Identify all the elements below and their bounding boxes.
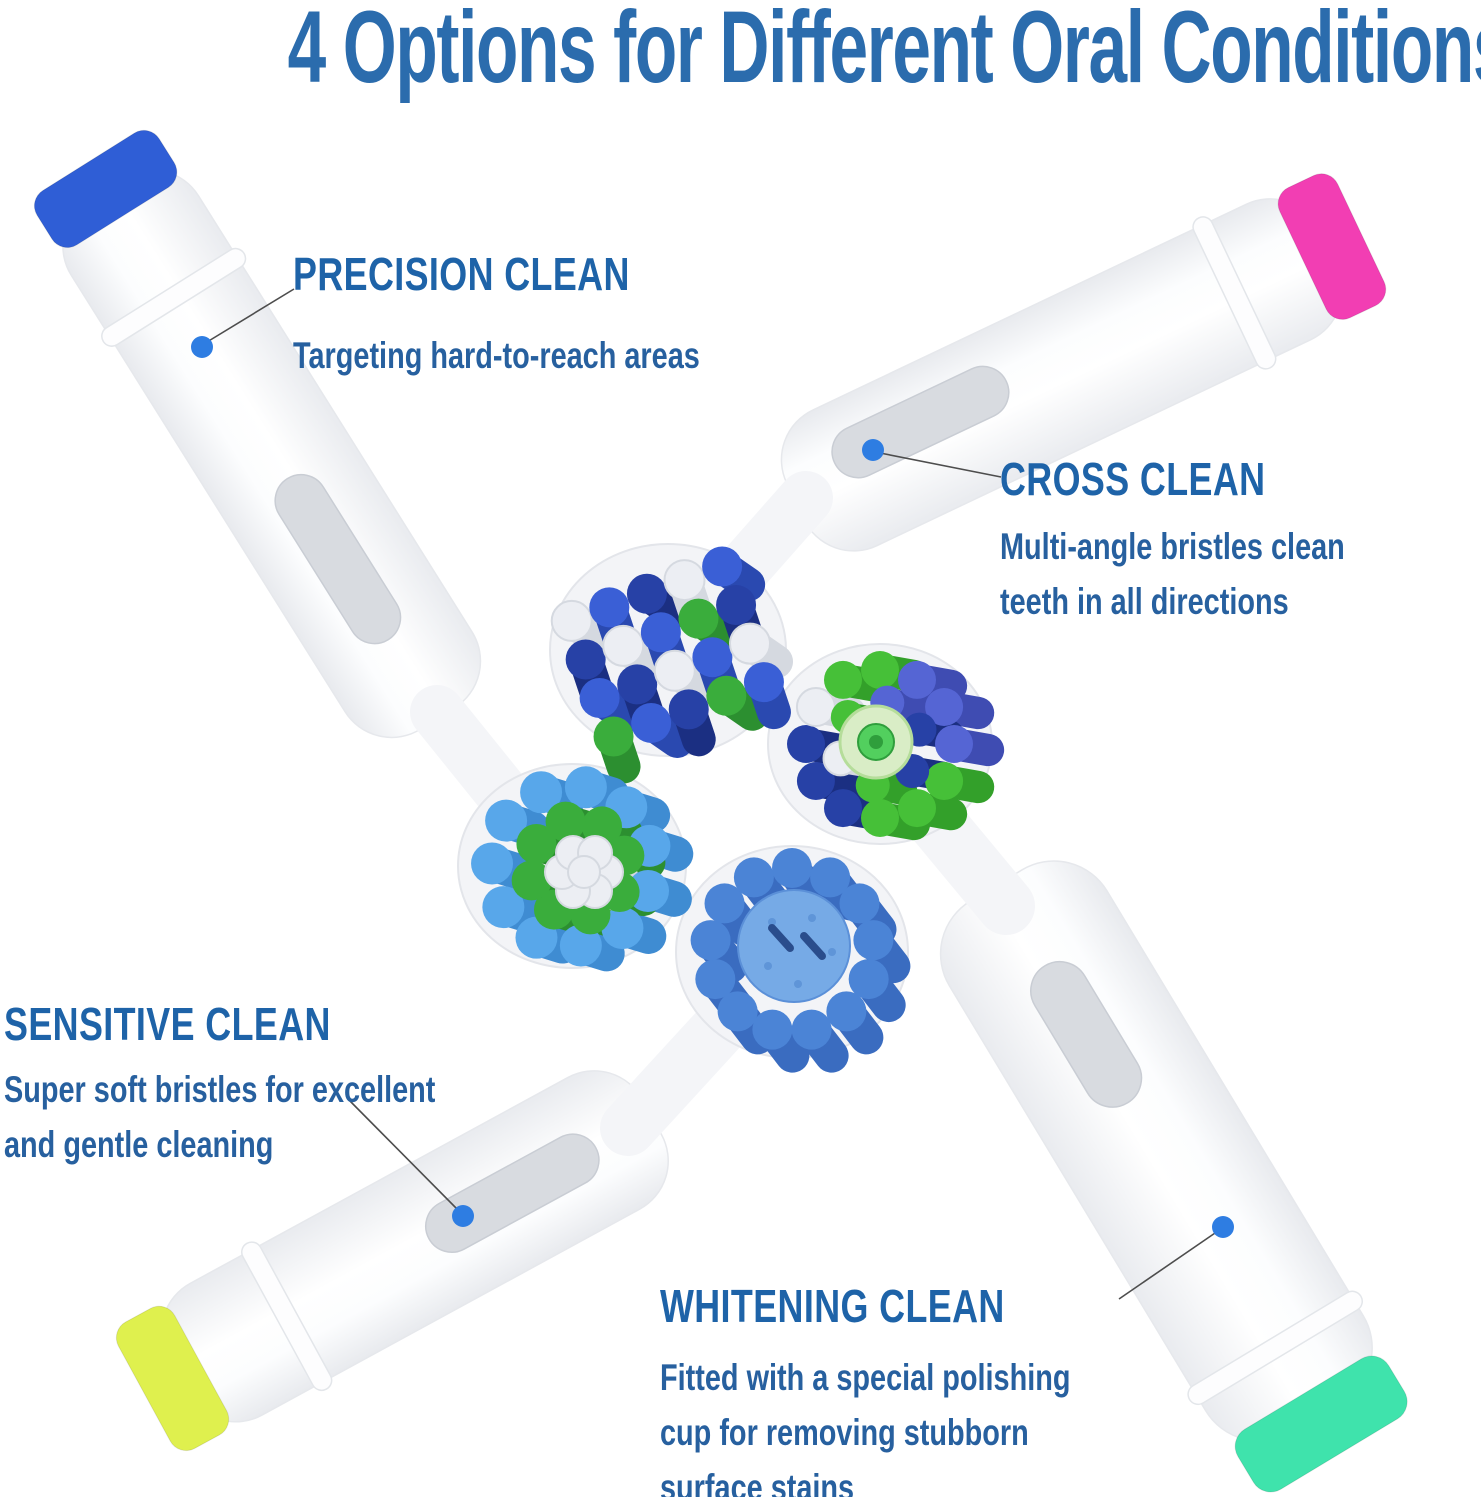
callouts — [191, 288, 1234, 1300]
bristle-tuft — [925, 762, 964, 800]
cap-cross — [1277, 173, 1387, 320]
bristle-tuft — [796, 762, 835, 800]
bristle-tuft — [567, 855, 601, 889]
handle-slot — [274, 473, 402, 645]
cap-whitening — [1234, 1355, 1408, 1493]
bristles-cross-head — [550, 546, 793, 784]
bristle-tuft — [795, 687, 836, 727]
bristle-tuft — [704, 883, 745, 924]
bristle-tuft — [861, 651, 899, 689]
bristle-tuft — [653, 649, 696, 692]
option-description: Super soft bristles for excellent and ge… — [4, 1069, 436, 1165]
callout-dot-precision — [191, 336, 213, 358]
brush-handle-precision — [33, 129, 543, 837]
bristle-tuft — [550, 599, 593, 642]
bristle-tuft — [564, 766, 607, 809]
bristle-tuft — [589, 587, 630, 628]
option-heading: PRECISION CLEAN — [293, 248, 630, 300]
bristle-tuft — [839, 883, 880, 924]
bristle-tuft — [520, 771, 563, 814]
bristle-tuft — [824, 660, 862, 699]
bristle-tuft — [810, 857, 851, 898]
option-heading: CROSS CLEAN — [1000, 453, 1266, 505]
bristle-tuft — [516, 824, 557, 864]
rosette-center — [838, 704, 914, 780]
callout-dot-whitening — [1212, 1216, 1234, 1238]
callout-dot-cross — [862, 439, 884, 461]
bristles-whitening-head — [690, 848, 911, 1073]
bristle-tuft — [663, 559, 706, 602]
option-description: Multi-angle bristles clean teeth in all … — [1000, 526, 1345, 622]
bristle-tuft — [848, 959, 889, 1000]
bristle-tuft — [706, 675, 747, 716]
bristle-tuft — [627, 869, 670, 912]
bristle-tuft — [692, 637, 733, 678]
bristle-tuft — [631, 702, 672, 743]
option-description: Targeting hard-to-reach areas — [293, 335, 700, 376]
bristle-tuft — [826, 991, 867, 1032]
page-title-text: 4 Options for Different Oral Conditions — [287, 0, 1481, 104]
bristle-tuft — [772, 848, 812, 888]
option-heading: WHITENING CLEAN — [660, 1280, 1005, 1332]
page-title: 4 Options for Different Oral Conditions — [0, 0, 1481, 98]
bristle-tuft — [617, 664, 658, 705]
bristle-tuft — [668, 689, 709, 730]
option-heading: SENSITIVE CLEAN — [4, 998, 331, 1050]
bristle-tuft — [695, 959, 736, 1000]
bristle-tuft — [898, 660, 936, 699]
bristle-tuft — [925, 688, 964, 726]
bristle-tuft — [733, 857, 774, 898]
bristle-tuft — [690, 920, 731, 961]
option-description: Fitted with a special polishing cup for … — [660, 1357, 1071, 1497]
bristle-tuft — [640, 612, 681, 653]
bristle-tuft — [626, 573, 667, 614]
bristle-tuft — [824, 789, 862, 828]
bristle-tuft — [678, 598, 719, 639]
bristle-tuft — [485, 799, 528, 842]
bristles-multiangle-head — [787, 651, 1005, 841]
bristle-tuft — [787, 725, 825, 763]
bristle-tuft — [791, 1009, 832, 1050]
bristle-tuft — [545, 801, 586, 842]
bristle-tuft — [717, 991, 758, 1032]
label-whitening-clean: WHITENING CLEAN Fitted with a special po… — [660, 1282, 1070, 1497]
bristle-tuft — [565, 639, 606, 680]
cap-sensitive — [115, 1305, 230, 1452]
bristle-tuft — [716, 585, 757, 626]
bristle-tuft — [853, 920, 894, 961]
bristle-tuft — [702, 546, 743, 587]
bristle-tuft — [579, 678, 620, 718]
label-sensitive-clean: SENSITIVE CLEAN Super soft bristles for … — [4, 1000, 435, 1172]
bristle-tuft — [511, 860, 552, 901]
polishing-cup — [737, 889, 851, 1003]
bristle-tuft — [602, 624, 645, 667]
bristle-tuft — [593, 716, 634, 757]
bristle-tuft — [861, 799, 899, 837]
bristles-sensitive-head — [471, 766, 694, 972]
bristle-tuft — [729, 622, 771, 665]
bristle-tuft — [601, 907, 644, 950]
bristle-tuft — [482, 886, 525, 929]
handle-slot — [1030, 960, 1143, 1108]
bristle-tuft — [935, 725, 973, 763]
bristle-tuft — [898, 789, 936, 828]
bristle-tuft — [559, 924, 602, 967]
bristle-tuft — [471, 842, 514, 885]
bristle-tuft — [752, 1009, 793, 1050]
label-precision-clean: PRECISION CLEAN Targeting hard-to-reach … — [293, 250, 700, 383]
callout-dot-sensitive — [452, 1205, 474, 1227]
label-cross-clean: CROSS CLEAN Multi-angle bristles clean t… — [1000, 455, 1345, 629]
cap-precision — [33, 129, 178, 248]
bristle-tuft — [743, 662, 784, 703]
